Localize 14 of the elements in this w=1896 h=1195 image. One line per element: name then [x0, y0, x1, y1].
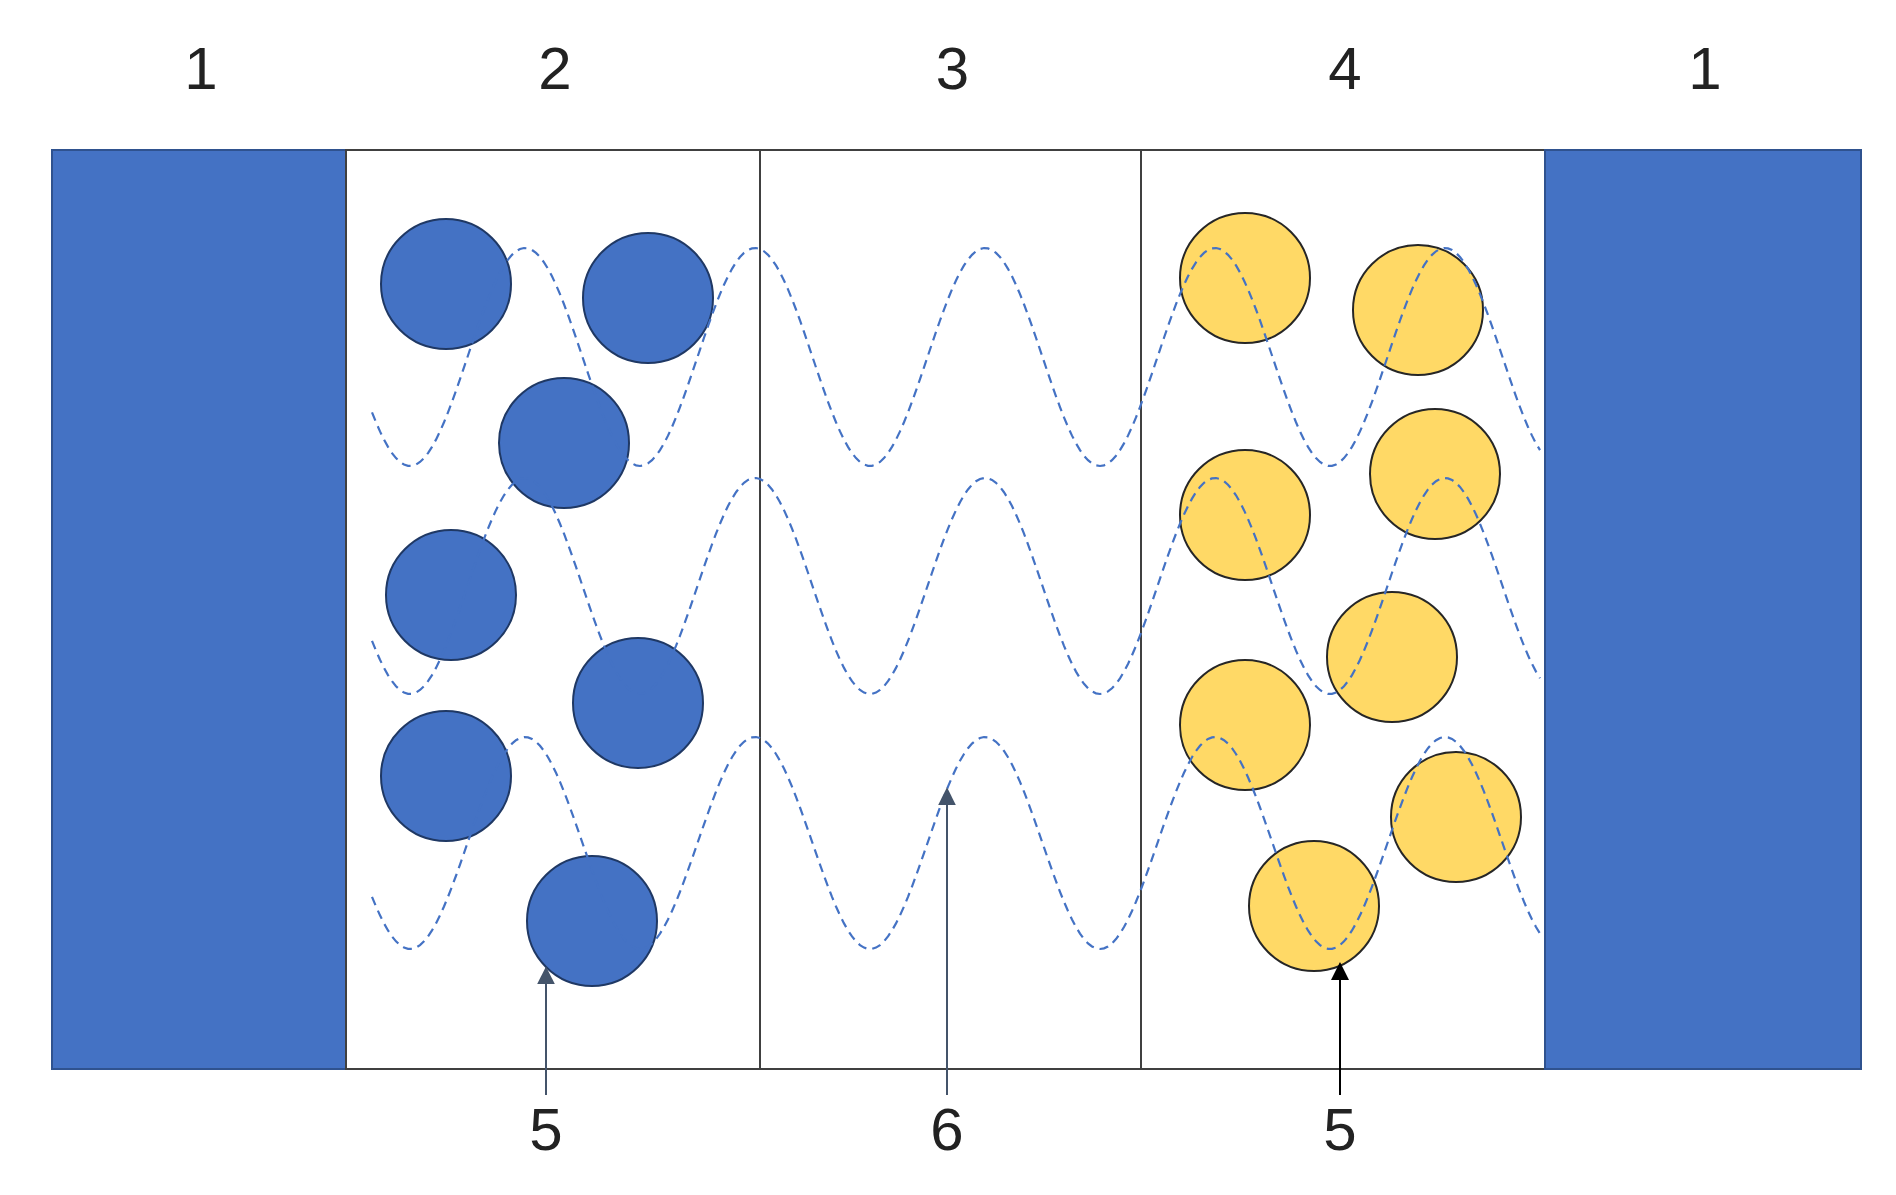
- callout-number: 1: [1687, 34, 1723, 104]
- leader-line: [938, 787, 956, 1096]
- callout-number: 6: [929, 1095, 965, 1165]
- wave-line: [371, 735, 1541, 951]
- leader-line: [1331, 961, 1349, 1096]
- callout-number: 1: [183, 34, 219, 104]
- callout-number: 5: [1322, 1095, 1358, 1165]
- callout-number: 4: [1327, 34, 1363, 104]
- callout-number: 2: [537, 34, 573, 104]
- wave-line: [371, 246, 1541, 468]
- callout-number: 5: [528, 1095, 564, 1165]
- wave-line: [371, 476, 1541, 696]
- callout-number: 3: [934, 34, 971, 104]
- leader-line: [537, 966, 555, 1096]
